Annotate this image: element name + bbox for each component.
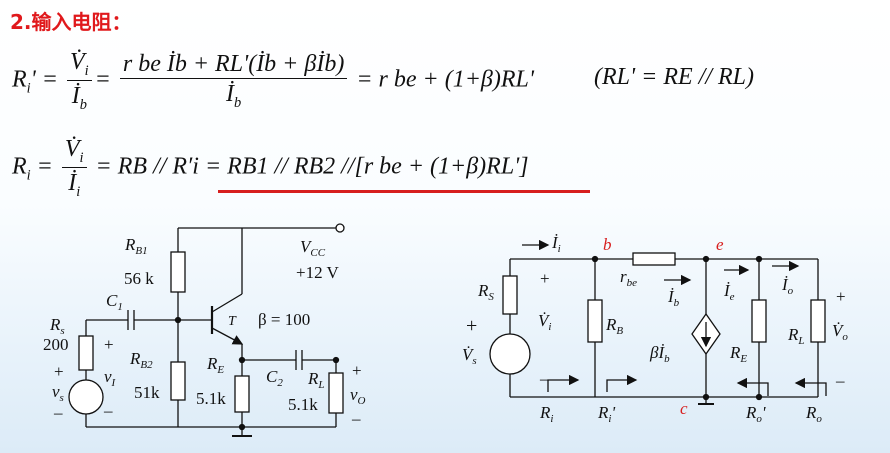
rl2-resistor — [810, 299, 826, 343]
ie-label: İe — [723, 281, 735, 303]
rb2-resistor — [170, 361, 186, 401]
eq1-frac1-den-sub: b — [79, 96, 87, 113]
re-resistor — [234, 375, 250, 413]
node-b-label: b — [603, 235, 612, 254]
rl-label: RL — [307, 369, 325, 391]
ib-label: İb — [667, 287, 680, 309]
eq1-lhs: R — [12, 66, 27, 93]
vo2-label: V̇o — [832, 321, 848, 343]
vcc-value: +12 V — [296, 263, 340, 282]
vo2-minus: – — [835, 371, 845, 390]
rb1-label: RB1 — [124, 235, 148, 257]
eq1-frac2-den: İ — [225, 81, 234, 108]
ro-prime-label: Ro' — [745, 403, 766, 425]
vo-minus: – — [351, 409, 361, 428]
eq2-frac-num-sub: i — [79, 149, 84, 166]
vo2-plus: + — [836, 287, 846, 306]
node-e-label: e — [716, 235, 724, 254]
vi2-plus: + — [540, 269, 550, 288]
rb1-resistor — [170, 251, 186, 293]
equation-ri-prime: Ri' = V̇i İb = r be İb + RL'(İb + βİb) İ… — [12, 48, 534, 114]
transistor-label: T — [228, 314, 237, 329]
equivalent-circuit — [489, 239, 827, 405]
rs-label: Rs — [49, 315, 65, 337]
rb-label: RB — [605, 315, 623, 337]
re2-label: RE — [729, 343, 747, 365]
rb2-label: RB2 — [129, 349, 153, 371]
rb2-value: 51k — [134, 383, 160, 402]
c1-label: C1 — [106, 291, 123, 313]
ri-arrow — [547, 374, 580, 392]
amplifier-schematic — [68, 223, 345, 437]
eq1-frac2-num: r be İb + RL'(İb + βİb) — [119, 50, 348, 80]
vs-source — [68, 379, 104, 415]
vi2-label: V̇i — [538, 311, 551, 333]
vs-label: vs — [52, 382, 64, 404]
eq1-frac2: r be İb + RL'(İb + βİb) İb — [119, 50, 348, 113]
rs2-label: RS — [477, 281, 494, 303]
vs2-label: V̇s — [462, 345, 477, 367]
c2-label: C2 — [266, 367, 283, 389]
beta-value: β = 100 — [258, 310, 310, 329]
ro-arrow — [794, 377, 827, 396]
eq2-frac: V̇i İi — [61, 135, 87, 201]
rs2-resistor — [502, 275, 518, 315]
re2-resistor — [751, 299, 767, 343]
rbe-resistor — [632, 252, 676, 266]
eq1-lhs-prime: ' = — [30, 66, 58, 93]
vs-minus: – — [53, 403, 63, 422]
section-heading: 2.输入电阻： — [10, 10, 132, 34]
ri-prime-label: Ri' — [597, 403, 615, 425]
equivalent-labels: İi b e c rbe İb İe İo RS + V̇s + V̇i – R… — [462, 233, 848, 425]
eq1-frac1-den: İ — [71, 83, 80, 110]
vi-plus: + — [104, 335, 114, 354]
rl2-label: RL — [787, 325, 805, 347]
ri-prime-arrow — [606, 374, 638, 392]
vi2-minus: – — [539, 369, 549, 388]
rb-resistor — [587, 299, 603, 343]
vs2-plus: + — [466, 315, 477, 337]
eq1-rhs: = r be + (1+β)RL' — [356, 66, 534, 93]
eq1-side-definition: (RL' = RE // RL) — [594, 64, 754, 90]
eq2-lhs: R — [12, 153, 27, 180]
eq2-rhs: = RB1 // RB2 //[r be + (1+β)RL'] — [204, 153, 529, 180]
rs-value: 200 — [43, 335, 69, 354]
ro-prime-arrow — [736, 377, 769, 396]
vo-label: vO — [350, 385, 366, 407]
rbe-label: rbe — [620, 267, 637, 289]
re-label: RE — [206, 354, 224, 376]
node-c-label: c — [680, 399, 688, 418]
vo-plus: + — [352, 361, 362, 380]
amplifier-labels: RB1 56 k RB2 51k VCC +12 V C1 Rs 200 + v… — [43, 235, 366, 428]
rb1-value: 56 k — [124, 269, 154, 288]
rl-value: 5.1k — [288, 395, 318, 414]
eq1-frac1-num-sub: i — [84, 62, 89, 79]
rl-resistor — [328, 372, 344, 414]
eq2-frac-den-sub: i — [76, 183, 81, 200]
vi-minus: – — [103, 401, 113, 420]
vs-plus: + — [54, 362, 64, 381]
eq1-frac1: V̇i İb — [67, 48, 92, 114]
src-label: βİb — [649, 343, 670, 365]
eq1-frac2-den-sub: b — [233, 95, 242, 112]
equation-ri: Ri = V̇i İi = RB // R′i = RB1 // RB2 //[… — [12, 135, 529, 201]
ri-label: Ri — [539, 403, 553, 425]
rs-resistor — [78, 335, 94, 371]
ii-label: İi — [551, 233, 561, 255]
eq2-lhs-sub: i — [26, 167, 31, 184]
eq2-frac-num: V̇ — [64, 136, 80, 162]
eq2-frac-den: İ — [68, 170, 77, 197]
eq1-lhs-sub: i — [26, 80, 31, 97]
vs2-source — [489, 333, 531, 375]
io-label: İo — [781, 275, 794, 297]
eq2-mid: = RB // R′i — [95, 153, 199, 180]
eq2-rhs-underline — [218, 190, 590, 193]
vcc-label: VCC — [300, 237, 326, 259]
eq1-frac1-num: V̇ — [70, 49, 85, 75]
ro-label: Ro — [805, 403, 822, 425]
re-value: 5.1k — [196, 389, 226, 408]
vi-label: vI — [104, 367, 117, 389]
